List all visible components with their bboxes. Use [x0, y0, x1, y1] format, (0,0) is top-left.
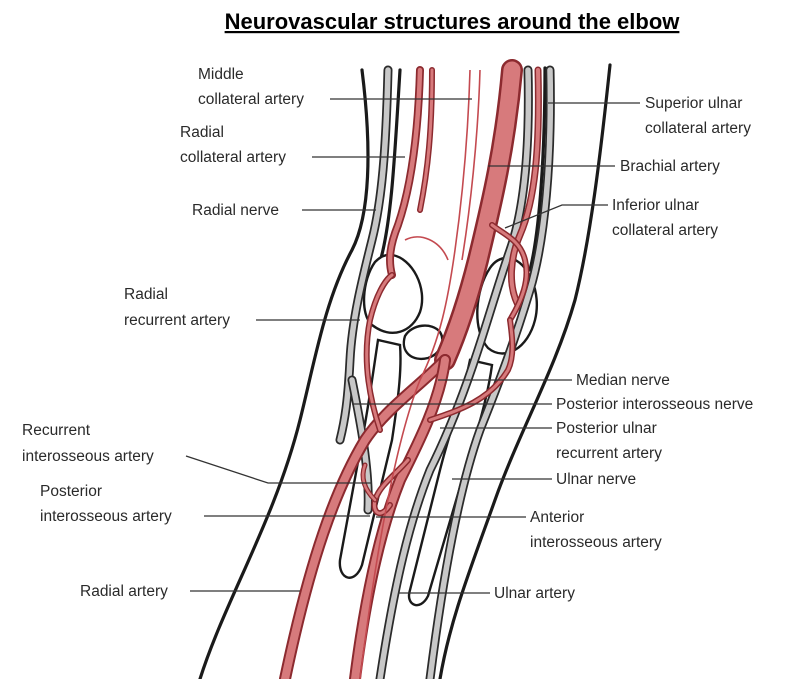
svg-text:Middle: Middle: [198, 66, 244, 83]
label-ulnar-nerve: Ulnar nerve: [452, 471, 636, 488]
label-radial-nerve: Radial nerve: [192, 202, 376, 219]
svg-text:Radial: Radial: [124, 286, 168, 303]
svg-text:Radial artery: Radial artery: [80, 583, 168, 600]
diagram-title: Neurovascular structures around the elbo…: [225, 9, 681, 34]
svg-text:interosseous artery: interosseous artery: [40, 508, 172, 525]
svg-text:recurrent artery: recurrent artery: [556, 445, 662, 462]
svg-text:Posterior ulnar: Posterior ulnar: [556, 420, 657, 437]
svg-text:Brachial artery: Brachial artery: [620, 158, 720, 175]
label-posterior-interosseous-nerve: Posterior interosseous nerve: [352, 396, 753, 413]
svg-text:Recurrent: Recurrent: [22, 422, 91, 439]
label-radial-artery: Radial artery: [80, 583, 300, 600]
svg-text:collateral artery: collateral artery: [645, 120, 751, 137]
label-posterior-interosseous-artery: Posterior interosseous artery: [40, 483, 370, 525]
svg-text:collateral artery: collateral artery: [198, 91, 304, 108]
svg-text:interosseous artery: interosseous artery: [530, 534, 662, 551]
svg-text:Ulnar nerve: Ulnar nerve: [556, 471, 636, 488]
svg-text:Posterior: Posterior: [40, 483, 102, 500]
label-superior-ulnar-collateral-artery: Superior ulnar collateral artery: [548, 95, 751, 137]
svg-text:collateral artery: collateral artery: [180, 149, 286, 166]
svg-text:Radial: Radial: [180, 124, 224, 141]
svg-text:interosseous artery: interosseous artery: [22, 448, 154, 465]
svg-text:Median nerve: Median nerve: [576, 372, 670, 389]
svg-text:Ulnar artery: Ulnar artery: [494, 585, 575, 602]
label-radial-collateral-artery: Radial collateral artery: [180, 124, 405, 166]
svg-text:recurrent artery: recurrent artery: [124, 312, 230, 329]
svg-text:Radial nerve: Radial nerve: [192, 202, 279, 219]
svg-text:Posterior interosseous nerve: Posterior interosseous nerve: [556, 396, 753, 413]
label-recurrent-interosseous-artery: Recurrent interosseous artery: [22, 422, 372, 483]
svg-text:Superior ulnar: Superior ulnar: [645, 95, 742, 112]
svg-text:Inferior ulnar: Inferior ulnar: [612, 197, 699, 214]
svg-text:collateral artery: collateral artery: [612, 222, 718, 239]
label-anterior-interosseous-artery: Anterior interosseous artery: [376, 509, 662, 551]
svg-text:Anterior: Anterior: [530, 509, 584, 526]
